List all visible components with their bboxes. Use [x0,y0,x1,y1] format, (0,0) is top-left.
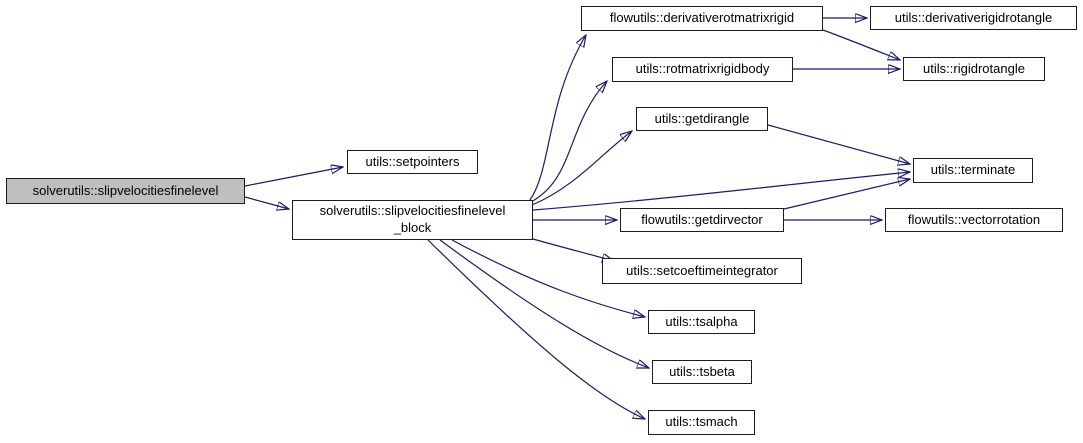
edge-block-to-rotmatrixrigidbody [530,81,607,203]
node-setcoeftimeintegrator[interactable]: utils::setcoeftimeintegrator [602,258,802,284]
edge-block-to-tsalpha [451,239,645,317]
node-label: utils::rigidrotangle [923,60,1025,76]
node-label: utils::setpointers [365,153,460,169]
node-label: utils::tsalpha [665,313,738,329]
edge-getdirangle-to-terminate [767,124,910,164]
node-tsalpha[interactable]: utils::tsalpha [648,310,755,334]
node-label: solverutils::slipvelocitiesfinelevel [319,203,506,219]
edge-block-to-derivativerotmatrixrigid [529,35,586,201]
edge-slipvelocitiesfinelevel-to-setpointers [244,167,343,187]
node-derivativerotmatrixrigid[interactable]: flowutils::derivativerotmatrixrigid [581,6,823,31]
node-label: solverutils::slipvelocitiesfinelevel [32,182,219,198]
edge-getdirvector-to-terminate [783,179,910,210]
node-rigidrotangle[interactable]: utils::rigidrotangle [903,57,1045,81]
node-label: flowutils::getdirvector [641,211,763,227]
node-derivativerigidrotangle[interactable]: utils::derivativerigidrotangle [870,6,1077,30]
edge-block-to-getdirangle [531,131,632,206]
edge-block-to-tsmach [427,239,645,419]
node-tsbeta[interactable]: utils::tsbeta [652,360,752,384]
node-tsmach[interactable]: utils::tsmach [648,410,755,435]
edge-block-to-tsbeta [439,239,649,368]
node-vectorrotation[interactable]: flowutils::vectorrotation [885,208,1063,232]
node-label: flowutils::derivativerotmatrixrigid [609,10,795,26]
node-slipvelocitiesfinelevel-block[interactable]: solverutils::slipvelocitiesfinelevel _bl… [292,200,533,240]
node-label: utils::getdirangle [654,110,750,126]
node-label-line2: _block [393,220,432,235]
node-slipvelocitiesfinelevel: solverutils::slipvelocitiesfinelevel [6,178,245,204]
node-label: utils::setcoeftimeintegrator [626,262,778,278]
node-terminate[interactable]: utils::terminate [913,158,1033,183]
node-label: utils::rotmatrixrigidbody [635,61,770,77]
node-label: utils::tsbeta [669,363,735,379]
node-label: utils::tsmach [665,414,738,430]
node-setpointers[interactable]: utils::setpointers [347,150,478,174]
node-label: utils::terminate [930,162,1016,178]
edge-derivativerotmatrixrigid-to-rigidrotangle [822,29,900,60]
node-rotmatrixrigidbody[interactable]: utils::rotmatrixrigidbody [612,57,793,82]
edge-slipvelocitiesfinelevel-to-block [244,196,289,209]
node-label: flowutils::vectorrotation [907,211,1041,227]
edge-block-to-terminate [532,172,910,211]
node-label: utils::derivativerigidrotangle [894,9,1053,25]
node-getdirvector[interactable]: flowutils::getdirvector [620,208,784,232]
node-getdirangle[interactable]: utils::getdirangle [636,107,768,131]
